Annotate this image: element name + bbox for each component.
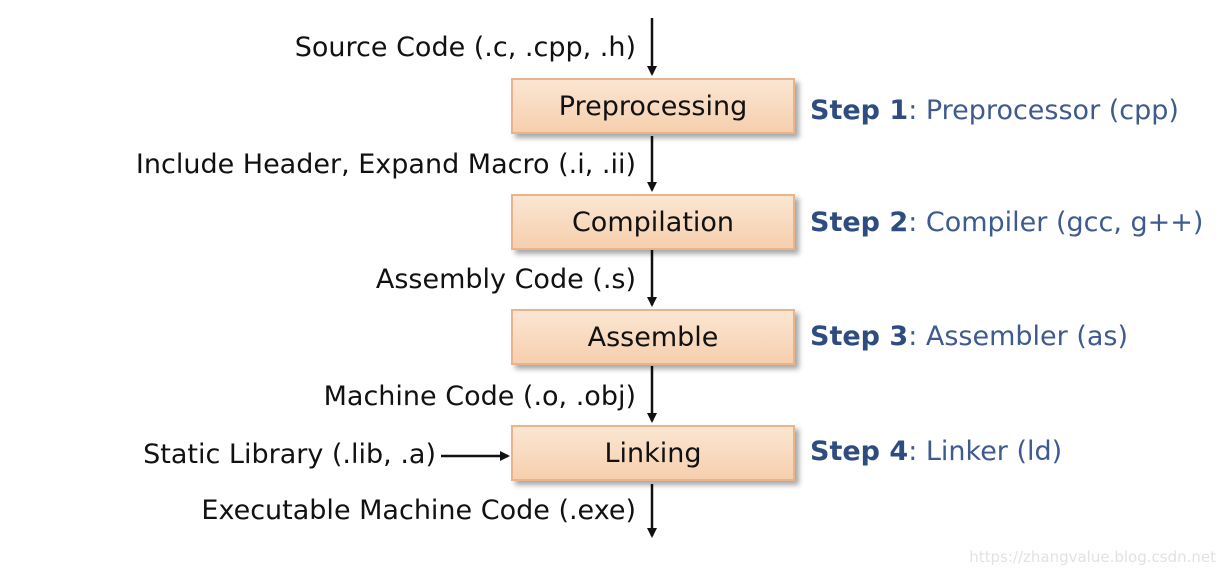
stage-box-linking: Linking xyxy=(511,425,795,481)
step-3-tool: : Assembler (as) xyxy=(908,321,1128,352)
step-1-description: Step 1: Preprocessor (cpp) xyxy=(810,95,1179,127)
step-3-description: Step 3: Assembler (as) xyxy=(810,321,1128,353)
step-1-number: Step 1 xyxy=(810,95,909,126)
step-4-number: Step 4 xyxy=(810,436,909,467)
step-4-tool: : Linker (ld) xyxy=(908,436,1063,467)
label-preprocessed-output: Include Header, Expand Macro (.i, .ii) xyxy=(135,149,636,180)
label-machine-code: Machine Code (.o, .obj) xyxy=(323,381,636,412)
stage-box-preprocessing: Preprocessing xyxy=(511,78,795,134)
label-assembly-code: Assembly Code (.s) xyxy=(375,264,636,295)
stage-label-linking: Linking xyxy=(604,437,702,469)
step-2-number: Step 2 xyxy=(810,207,909,238)
step-4-description: Step 4: Linker (ld) xyxy=(810,436,1062,468)
step-2-description: Step 2: Compiler (gcc, g++) xyxy=(810,207,1203,239)
step-2-tool: : Compiler (gcc, g++) xyxy=(908,207,1204,238)
step-3-number: Step 3 xyxy=(810,321,909,352)
stage-label-compilation: Compilation xyxy=(571,206,735,238)
stage-label-preprocessing: Preprocessing xyxy=(558,90,748,122)
step-1-tool: : Preprocessor (cpp) xyxy=(908,95,1179,126)
watermark: https://zhangvalue.blog.csdn.net xyxy=(969,548,1216,566)
label-executable: Executable Machine Code (.exe) xyxy=(201,495,636,526)
label-source-code: Source Code (.c, .cpp, .h) xyxy=(294,32,636,63)
stage-box-compilation: Compilation xyxy=(511,194,795,250)
label-static-library: Static Library (.lib, .a) xyxy=(143,439,436,470)
stage-label-assemble: Assemble xyxy=(587,321,719,353)
stage-box-assemble: Assemble xyxy=(511,309,795,365)
